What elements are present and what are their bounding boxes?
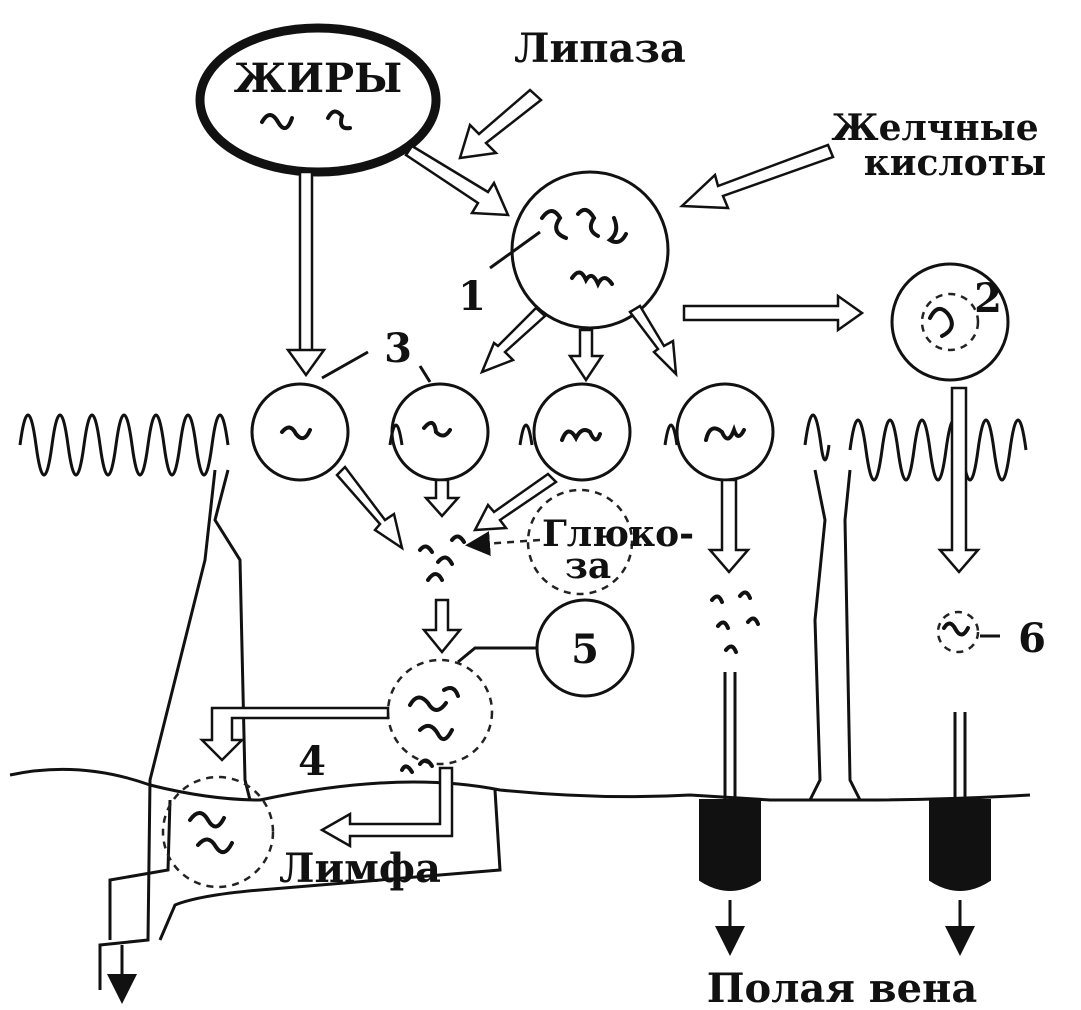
chylomicron <box>388 660 492 772</box>
fat-molecule-squiggle <box>262 115 292 128</box>
fat-molecule-squiggle <box>578 210 598 236</box>
chylomicron-circle <box>388 660 492 764</box>
micelle-3b <box>392 384 488 480</box>
marker-5: 5 <box>571 626 599 673</box>
fat-molecule-squiggle <box>610 218 626 242</box>
leader-line-3b <box>420 366 430 382</box>
blood-vessel-right <box>930 800 990 890</box>
fat-molecule-squiggle <box>930 309 952 336</box>
brush-border-right <box>850 420 1026 480</box>
fat-molecule-squiggle <box>542 211 566 238</box>
marker-6: 6 <box>1018 615 1046 662</box>
brush-border-left <box>20 415 829 475</box>
leader-line-5 <box>458 648 537 662</box>
glucose-region: Глюко- за <box>420 490 694 594</box>
chylomicron-to-lymph-arrow <box>202 708 388 760</box>
marker-4: 4 <box>298 738 326 785</box>
lipase-label: Липаза <box>514 25 686 72</box>
emulsion-circle <box>512 172 668 328</box>
to-resynthesis-arrow <box>424 600 460 652</box>
fats-node: ЖИРЫ <box>200 28 436 172</box>
resynthesis-node: 5 <box>458 600 633 696</box>
fat-molecule-squiggle <box>572 272 612 284</box>
fatty-acid-squiggles <box>712 592 758 652</box>
fat-molecule-squiggle <box>424 423 450 436</box>
micelles-3: 3 <box>252 325 773 480</box>
fats-to-micelle3-arrow <box>288 172 324 375</box>
blood-vessel-left <box>700 800 760 890</box>
fat-molecule-squiggle <box>706 428 744 440</box>
fat-molecule-squiggle <box>190 813 232 852</box>
basement-membrane <box>10 769 1030 800</box>
micelle-2-pathway: 6 <box>930 388 1046 950</box>
emulsion-to-micelles3-arrows <box>482 306 676 380</box>
chylomicron-exit-arrow <box>322 768 452 846</box>
marker-1: 1 <box>458 273 486 320</box>
bile-acids-arrow <box>682 145 833 208</box>
bile-acids-label-line2: кислоты <box>864 142 1046 184</box>
fat-molecule-squiggle <box>402 760 432 772</box>
portal-vein-label: Полая вена <box>707 965 978 1010</box>
micelle-3a <box>252 384 348 480</box>
micelle-to-enterocyte-arrows <box>337 467 556 548</box>
micelle-2: 2 <box>892 264 1008 380</box>
enterocyte-left <box>100 470 215 990</box>
marker-2: 2 <box>974 275 1002 322</box>
emulsion-to-micelle2-arrow <box>684 296 862 330</box>
fat-molecule-squiggle <box>410 688 458 739</box>
fat-molecule-squiggle <box>944 623 968 634</box>
enterocyte-right <box>845 470 860 800</box>
short-chain-pathway <box>700 480 760 950</box>
fats-to-emulsion-arrow <box>406 146 508 215</box>
fatty-acid-squiggles <box>420 536 464 580</box>
lipase-arrow <box>460 90 541 158</box>
glucose-arrow <box>470 540 540 545</box>
lymph-chylomicron <box>163 777 273 887</box>
marker-3: 3 <box>384 325 412 372</box>
lymph-label: Лимфа <box>279 845 441 892</box>
fat-molecule-squiggle <box>562 430 600 440</box>
fat-molecule-squiggle <box>328 111 350 128</box>
enterocyte-cell-boundary <box>810 470 825 800</box>
micelle-3d <box>677 384 773 480</box>
fats-label: ЖИРЫ <box>234 55 402 102</box>
lymph-chylomicron-circle <box>163 777 273 887</box>
fat-molecule-squiggle <box>282 427 310 438</box>
leader-line-1 <box>490 232 540 268</box>
glucose-label-line2: за <box>565 545 611 587</box>
leader-line-3a <box>322 352 368 378</box>
